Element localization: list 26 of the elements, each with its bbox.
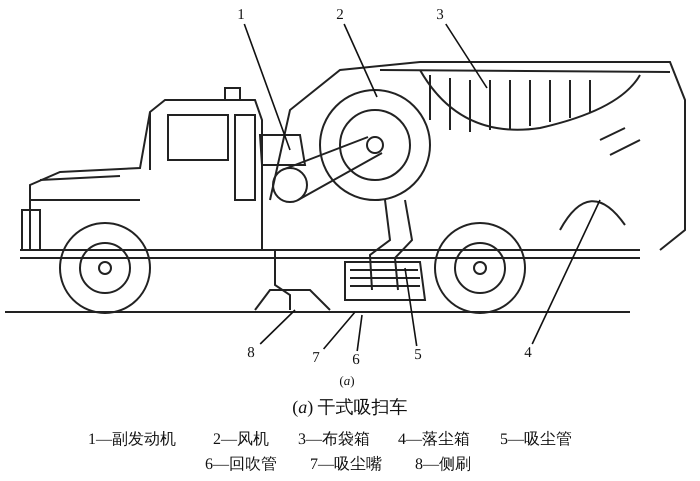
key-item: 2—风机 [213, 431, 269, 449]
callout-number: 6 [352, 352, 360, 368]
caption: (a) 干式吸扫车 [292, 398, 408, 416]
panel-label: (a) [339, 372, 355, 390]
callout-number: 1 [237, 7, 245, 23]
key-item: 1—副发动机 [88, 431, 176, 449]
leader-line [404, 268, 418, 346]
callout-number: 3 [436, 7, 444, 23]
leader-line [531, 200, 601, 344]
leader-line [322, 311, 356, 350]
leader-line [343, 24, 378, 98]
key-item: 3—布袋箱 [298, 431, 370, 449]
key-item: 6—回吹管 [205, 456, 277, 474]
callout-number: 5 [414, 347, 422, 363]
leader-line [260, 309, 296, 345]
leader-line [244, 24, 291, 150]
key-item: 7—吸尘嘴 [310, 456, 382, 474]
callout-number: 7 [312, 350, 320, 366]
callout-number: 8 [247, 345, 255, 361]
key-item: 8—侧刷 [415, 456, 471, 474]
callout-number: 4 [524, 345, 532, 361]
key-item: 4—落尘箱 [398, 431, 470, 449]
callout-number: 2 [336, 7, 344, 23]
key-item: 5—吸尘管 [500, 431, 572, 449]
leader-line [445, 24, 488, 88]
leader-line [356, 314, 363, 352]
